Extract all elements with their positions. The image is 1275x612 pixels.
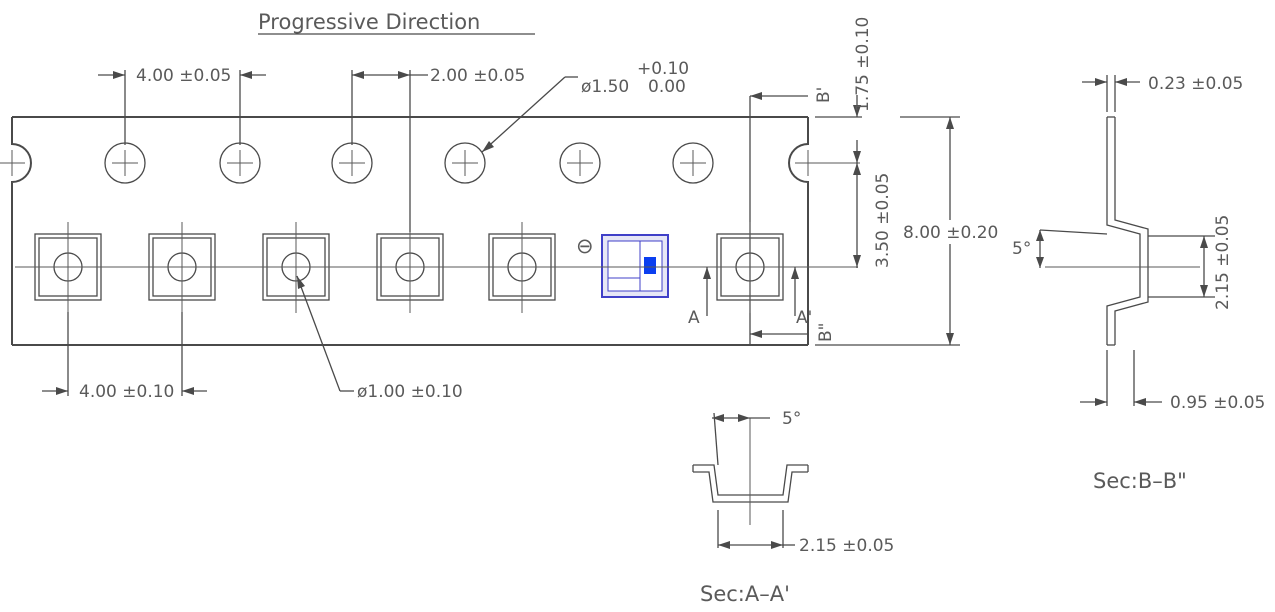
dim-pocket-hole-dia: ø1.00 ±0.10 <box>296 275 463 402</box>
svg-text:0.00: 0.00 <box>648 77 686 97</box>
sprocket-hole <box>559 142 601 184</box>
section-b-view: 2.15 ±0.05 0.23 ±0.05 0.95 ±0.05 5° Sec:… <box>1012 74 1265 493</box>
section-mark-a: A A' <box>688 267 812 328</box>
dim-edge-to-hole: 1.75 ±0.10 <box>815 17 873 268</box>
svg-text:1.75 ±0.10: 1.75 ±0.10 <box>853 17 873 112</box>
svg-text:0.95 ±0.05: 0.95 ±0.05 <box>1170 393 1265 413</box>
section-mark-b: B' B" <box>749 87 836 342</box>
svg-text:5°: 5° <box>782 409 801 429</box>
svg-text:5°: 5° <box>1012 239 1031 259</box>
progressive-direction-title: Progressive Direction <box>258 10 480 34</box>
svg-text:Sec:B–B": Sec:B–B" <box>1093 469 1187 493</box>
section-a-view: 2.15 ±0.05 5° Sec:A–A' <box>692 409 894 606</box>
dim-hole-to-center: 3.50 ±0.05 <box>873 173 893 268</box>
sprocket-hole <box>219 142 261 184</box>
svg-text:A': A' <box>796 308 812 328</box>
sprocket-hole <box>104 142 146 184</box>
svg-text:8.00 ±0.20: 8.00 ±0.20 <box>903 223 998 243</box>
dim-hole-to-pocket: 2.00 ±0.05 <box>351 66 525 232</box>
polarity-mark: ⊖ <box>576 234 594 258</box>
svg-text:+0.10: +0.10 <box>637 59 689 79</box>
svg-text:B': B' <box>814 87 834 103</box>
svg-text:2.15 ±0.05: 2.15 ±0.05 <box>799 536 894 556</box>
component-chip <box>644 257 656 274</box>
sprocket-hole <box>672 142 714 184</box>
dim-sprocket-pitch: 4.00 ±0.05 <box>98 66 266 145</box>
svg-text:B": B" <box>816 323 836 342</box>
svg-text:2.00 ±0.05: 2.00 ±0.05 <box>430 66 525 86</box>
svg-text:4.00 ±0.10: 4.00 ±0.10 <box>79 382 174 402</box>
sprocket-hole <box>444 142 486 184</box>
svg-text:A: A <box>688 308 700 328</box>
component <box>601 234 669 298</box>
svg-text:ø1.00 ±0.10: ø1.00 ±0.10 <box>357 382 463 402</box>
sprocket-hole <box>331 142 373 184</box>
dim-tape-width: 8.00 ±0.20 <box>815 116 998 346</box>
svg-text:3.50 ±0.05: 3.50 ±0.05 <box>873 173 893 268</box>
svg-text:0.23 ±0.05: 0.23 ±0.05 <box>1148 74 1243 94</box>
svg-text:Sec:A–A': Sec:A–A' <box>700 582 790 606</box>
svg-text:4.00 ±0.05: 4.00 ±0.05 <box>136 66 231 86</box>
svg-text:ø1.50: ø1.50 <box>581 77 629 97</box>
dim-sprocket-dia: ø1.50 +0.10 0.00 <box>481 59 689 153</box>
svg-text:2.15 ±0.05: 2.15 ±0.05 <box>1213 215 1233 310</box>
dim-pocket-pitch: 4.00 ±0.10 <box>42 312 207 402</box>
